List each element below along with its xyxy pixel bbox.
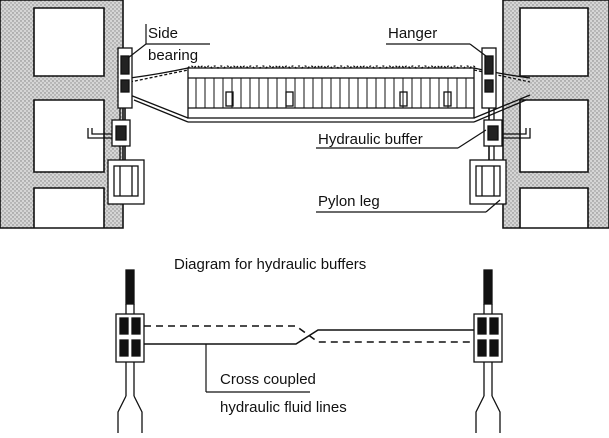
label-hanger: Hanger: [388, 25, 437, 42]
right-pylon: [502, 0, 609, 229]
label-cross-coupled-line2: hydraulic fluid lines: [220, 399, 347, 416]
label-side-bearing-line1: Side: [148, 25, 178, 42]
bridge-deck: [129, 65, 531, 123]
left-pylon: [0, 0, 124, 229]
label-pylon-leg: Pylon leg: [318, 193, 380, 210]
label-side-bearing-line2: bearing: [148, 47, 198, 64]
left-hanger-assembly: [87, 47, 145, 205]
diagram-title: Diagram for hydraulic buffers: [174, 256, 366, 273]
right-hanger-assembly: [469, 47, 531, 205]
label-hydraulic-buffer: Hydraulic buffer: [318, 131, 423, 148]
fluid-lines: [144, 325, 474, 393]
leader-lines: [127, 24, 501, 213]
left-strut: [115, 269, 145, 433]
right-strut: [473, 269, 503, 433]
deck-stiffeners: [195, 78, 467, 108]
label-cross-coupled-line1: Cross coupled: [220, 371, 316, 388]
